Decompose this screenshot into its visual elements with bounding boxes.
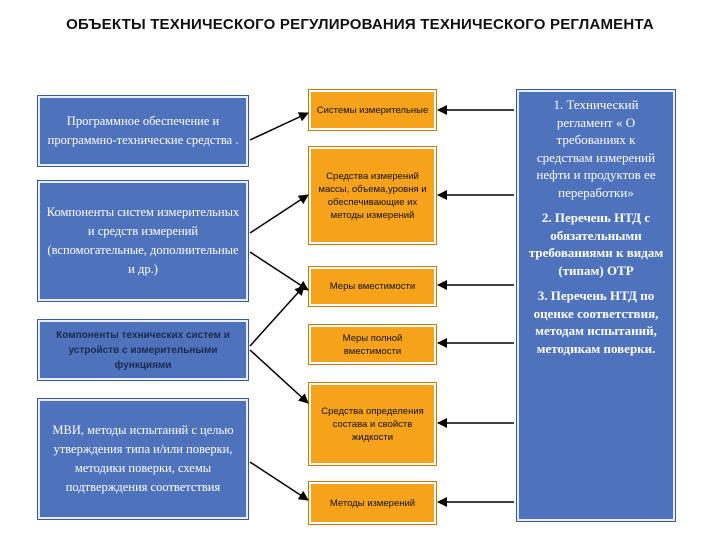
right-panel-regulations: 1. Технический регламент « О требованиях… [517,90,675,521]
arrow-mvi-to-methods [249,461,309,501]
right-panel-item-2: 2. Перечень НТД с обязательными требован… [528,210,664,278]
page-title: ОБЪЕКТЫ ТЕХНИЧЕСКОГО РЕГУЛИРОВАНИЯ ТЕХНИ… [66,16,654,33]
center-box-full-capacity-measures-label: Меры полной вместимости [342,332,403,357]
center-box-measurement-methods: Методы измерений [309,482,436,524]
left-box-components: Компоненты систем измерительных и средст… [38,181,248,301]
center-box-composition-means: Средства определения состава и свойств ж… [309,383,436,465]
center-box-measuring-systems: Системы измерительные [309,90,436,130]
right-panel-item-1: 1. Технический регламент « О требованиях… [536,97,656,200]
right-panel-item-3: 3. Перечень НТД по оценке соответствия, … [533,288,659,356]
arrow-technical-to-composition [249,349,309,404]
left-box-mvi: МВИ, методы испытаний с целью утверждени… [38,399,248,519]
center-box-capacity-measures-label: Меры вместимости [329,281,416,292]
left-box-components-label: Компоненты систем измерительных и средст… [46,205,240,276]
center-box-measuring-instruments: Средства измерений массы, объема,уровня … [309,147,436,244]
left-box-mvi-label: МВИ, методы испытаний с целью утверждени… [52,423,234,494]
left-box-software: Программное обеспечение и программно-тех… [38,96,248,166]
arrow-components-to-instruments [249,194,309,234]
arrow-technical-to-capacity [249,285,305,347]
center-box-capacity-measures: Меры вместимости [309,267,436,306]
center-box-full-capacity-measures: Меры полной вместимости [309,325,436,364]
center-box-measuring-instruments-label: Средства измерений массы, объема,уровня … [318,170,427,221]
arrow-components-to-capacity [249,251,309,291]
center-box-measuring-systems-label: Системы измерительные [316,104,429,116]
arrow-software-to-systems [249,112,309,141]
center-box-composition-means-label: Средства определения состава и свойств ж… [321,405,424,443]
left-box-software-label: Программное обеспечение и программно-тех… [47,114,239,147]
left-box-technical-systems: Компоненты технических систем и устройст… [38,320,248,380]
left-box-technical-systems-label: Компоненты технических систем и устройст… [56,329,230,371]
center-box-measurement-methods-label: Методы измерений [329,497,416,509]
